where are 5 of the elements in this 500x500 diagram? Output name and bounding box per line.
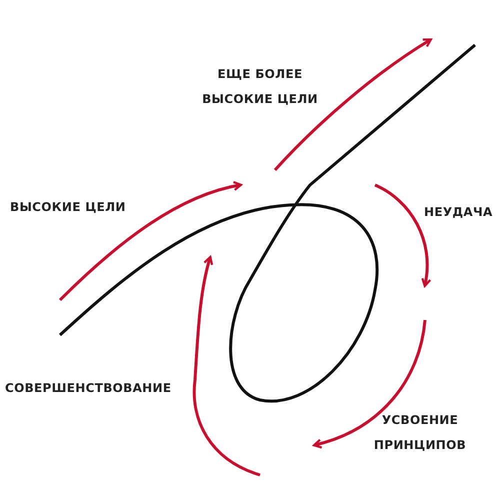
caption-text: ЕЩЕ БОЛЕЕ ВЫСОКИЕ ЦЕЛИ bbox=[201, 66, 319, 108]
caption-text: УСВОЕНИЕ ПРИНЦИПОВ bbox=[372, 412, 468, 454]
caption-text: ВЫСОКИЕ ЦЕЛИ bbox=[10, 199, 127, 216]
caption-text: СОВЕРШЕНСТВОВАНИЕ bbox=[5, 380, 172, 397]
caption-text: НЕУДАЧА bbox=[424, 204, 494, 221]
